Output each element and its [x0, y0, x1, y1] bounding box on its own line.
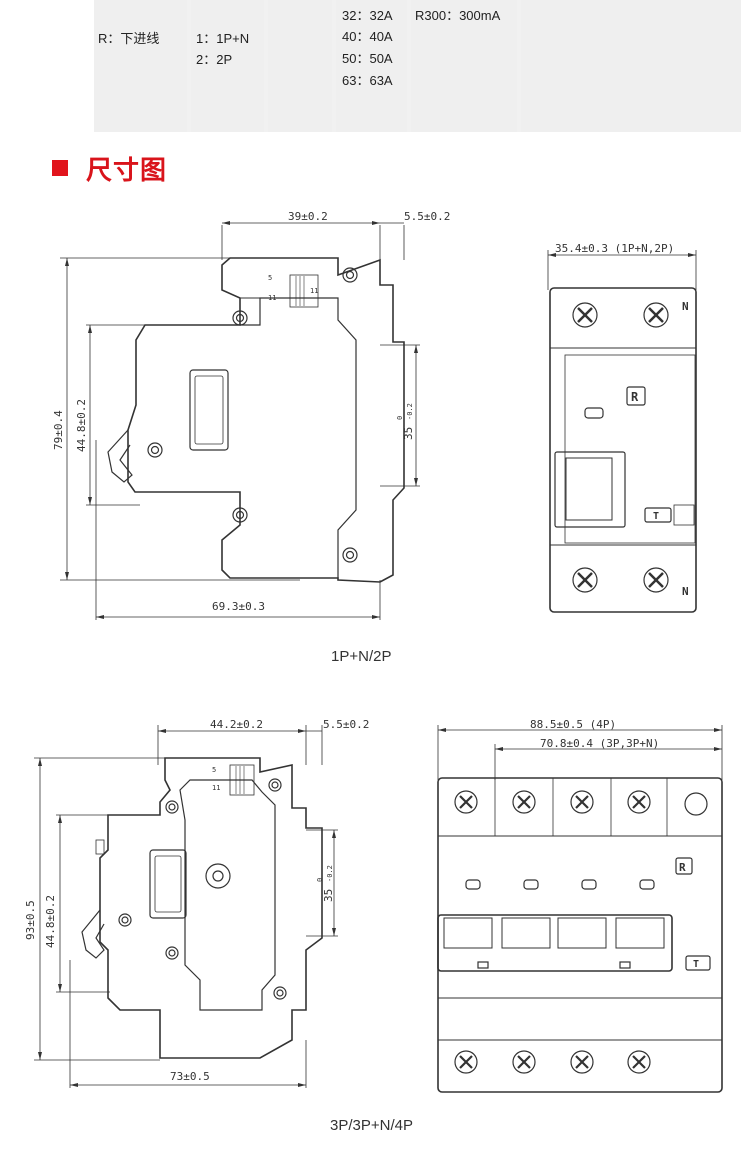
dim-front-width-inner: 70.8±0.4 (3P,3P+N) — [540, 737, 659, 750]
caption-4p: 3P/3P+N/4P — [330, 1117, 413, 1134]
dim-side-width: 44.2±0.2 — [210, 718, 263, 731]
dim-rail-lower: -0.2 — [326, 865, 334, 882]
dim-rail: 35 — [402, 427, 415, 440]
spec-col-3 — [268, 0, 332, 132]
pole-label-n: N — [682, 300, 689, 313]
dim-rail-upper: 0 — [396, 416, 404, 420]
test-button-t: T — [693, 959, 699, 970]
caption-2p: 1P+N/2P — [331, 648, 392, 665]
dim-side-terminal: 5.5±0.2 — [323, 718, 369, 731]
spec-cell: 63：63A — [342, 73, 393, 88]
dim-height-total: 93±0.5 — [24, 900, 37, 940]
dim-depth: 73±0.5 — [170, 1070, 210, 1083]
wire-label: 11 — [268, 294, 276, 302]
dim-rail-upper: 0 — [316, 878, 324, 882]
dim-side-terminal: 5.5±0.2 — [404, 210, 450, 223]
dim-front-width: 35.4±0.3 (1P+N,2P) — [555, 242, 674, 255]
spec-col-1 — [94, 0, 187, 132]
spec-cell: R：下进线 — [98, 31, 160, 46]
spec-cell: 1：1P+N — [196, 31, 250, 46]
wire-label: 5 — [212, 766, 216, 774]
dim-side-width: 39±0.2 — [288, 210, 328, 223]
wire-label: 11 — [310, 287, 318, 295]
dim-height-total: 79±0.4 — [52, 410, 65, 450]
spec-table — [94, 0, 741, 132]
dim-rail-lower: -0.2 — [406, 403, 414, 420]
dim-rail: 35 — [322, 889, 335, 902]
wire-label: 5 — [268, 274, 272, 282]
test-button-t: T — [653, 511, 659, 522]
spec-cell: 32：32A — [342, 8, 393, 23]
dim-height-front: 44.8±0.2 — [75, 399, 88, 452]
wire-label: 11 — [212, 784, 220, 792]
spec-col-6 — [521, 0, 741, 132]
section-marker — [52, 160, 68, 176]
spec-cell: 50：50A — [342, 51, 393, 66]
pole-label-n: N — [682, 585, 689, 598]
spec-col-4 — [336, 0, 407, 132]
dim-front-width: 88.5±0.5 (4P) — [530, 718, 616, 731]
section-title: 尺寸图 — [86, 156, 168, 186]
test-button-r: R — [631, 390, 639, 404]
dim-height-front: 44.8±0.2 — [44, 895, 57, 948]
test-button-r: R — [679, 861, 686, 874]
dimension-drawing-2p: 39±0.2 5.5±0.2 79±0.4 44.8±0.2 35 0 -0.2… — [52, 210, 697, 620]
spec-col-2 — [191, 0, 264, 132]
dim-depth: 69.3±0.3 — [212, 600, 265, 613]
spec-cell: 40：40A — [342, 29, 393, 44]
spec-cell: R300：300mA — [415, 8, 501, 23]
spec-col-5 — [411, 0, 517, 132]
dimension-drawing-4p: 44.2±0.2 5.5±0.2 93±0.5 44.8±0.2 35 0 -0… — [24, 718, 723, 1093]
spec-cell: 2：2P — [196, 52, 233, 67]
